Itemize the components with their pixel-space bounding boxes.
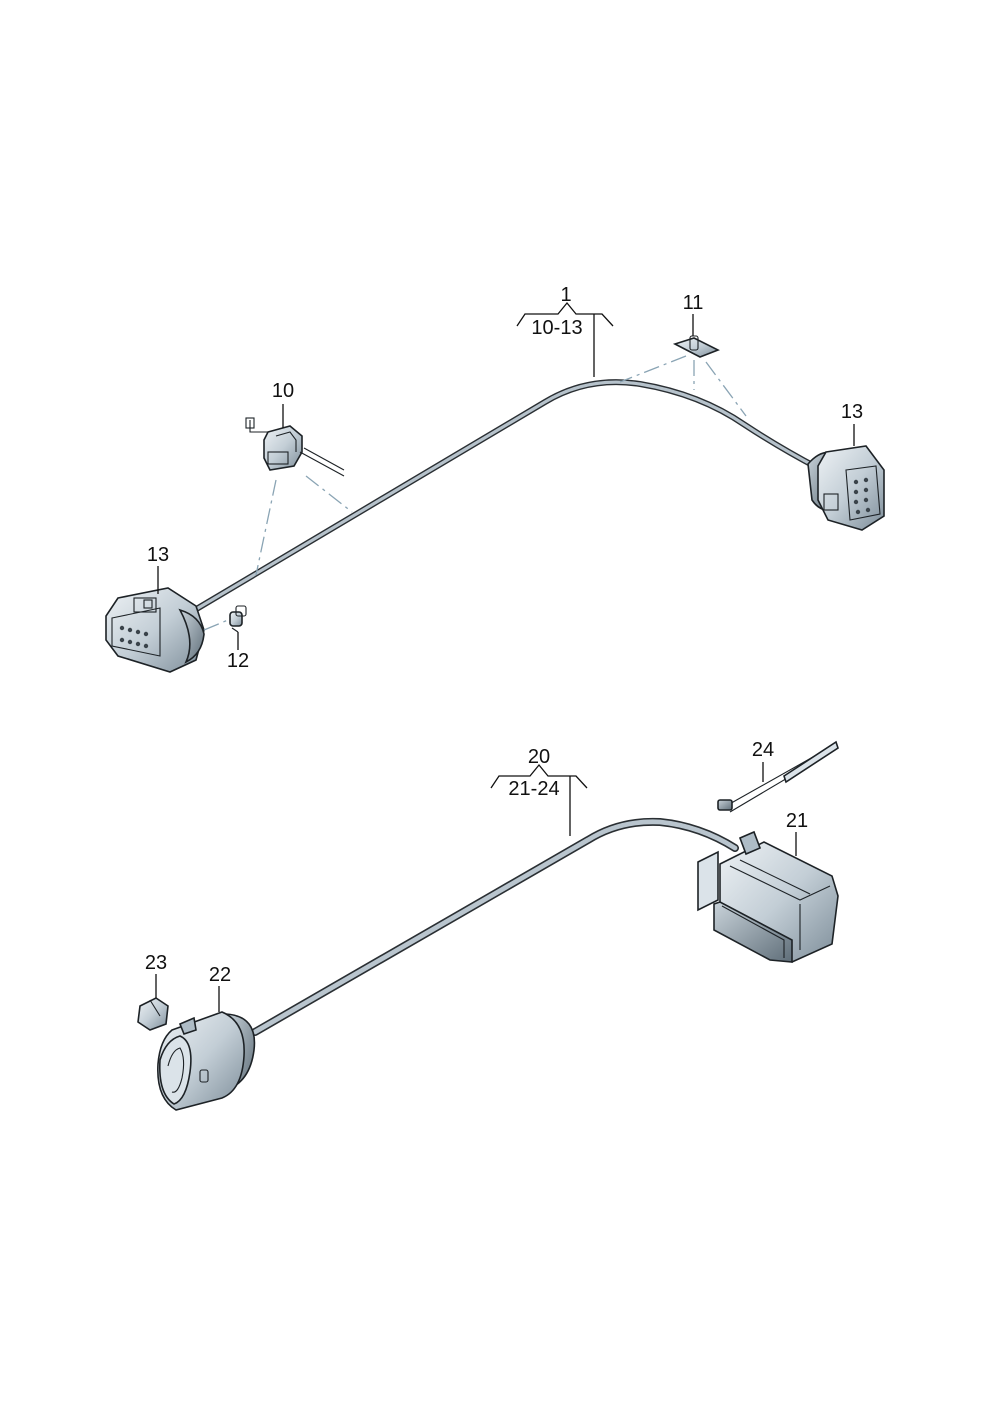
connector-13-right: [807, 445, 885, 531]
connector-13-right-pins: [853, 477, 871, 515]
connector-13-right-number: 13: [841, 401, 863, 423]
connector-13-left: [105, 587, 205, 673]
tie-24: [717, 740, 839, 813]
connector-22: [157, 1011, 256, 1111]
clip-11-number: 11: [683, 292, 704, 314]
harness-20-number: 20: [528, 746, 550, 768]
harness-20-range: 21-24: [508, 778, 559, 800]
screw-12-number: 12: [227, 650, 249, 672]
connector-22-number: 22: [209, 964, 231, 986]
harness-1-range: 10-13: [531, 317, 582, 339]
cap-23: [137, 997, 169, 1031]
tie-24-number: 24: [752, 739, 774, 761]
connector-13-left-pins: [119, 625, 149, 649]
screw-12: [229, 605, 247, 633]
clip-10: [245, 417, 345, 477]
cap-23-number: 23: [145, 952, 167, 974]
housing-21-number: 21: [786, 810, 808, 832]
clip-10-number: 10: [272, 380, 294, 402]
connector-13-left-number: 13: [147, 544, 169, 566]
clip-11: [672, 335, 720, 358]
housing-21: [697, 830, 839, 963]
harness-1-assembly: 1 10-13 10 11: [105, 284, 885, 673]
harness-20-cable: [251, 817, 739, 1036]
harness-1-number: 1: [560, 284, 571, 306]
harness-20-assembly: 20 21-24 24 21 23: [137, 739, 839, 1111]
harness-1-bracket: [516, 301, 614, 377]
harness-20-bracket: [490, 763, 588, 836]
harness-1-cable: [185, 379, 821, 617]
